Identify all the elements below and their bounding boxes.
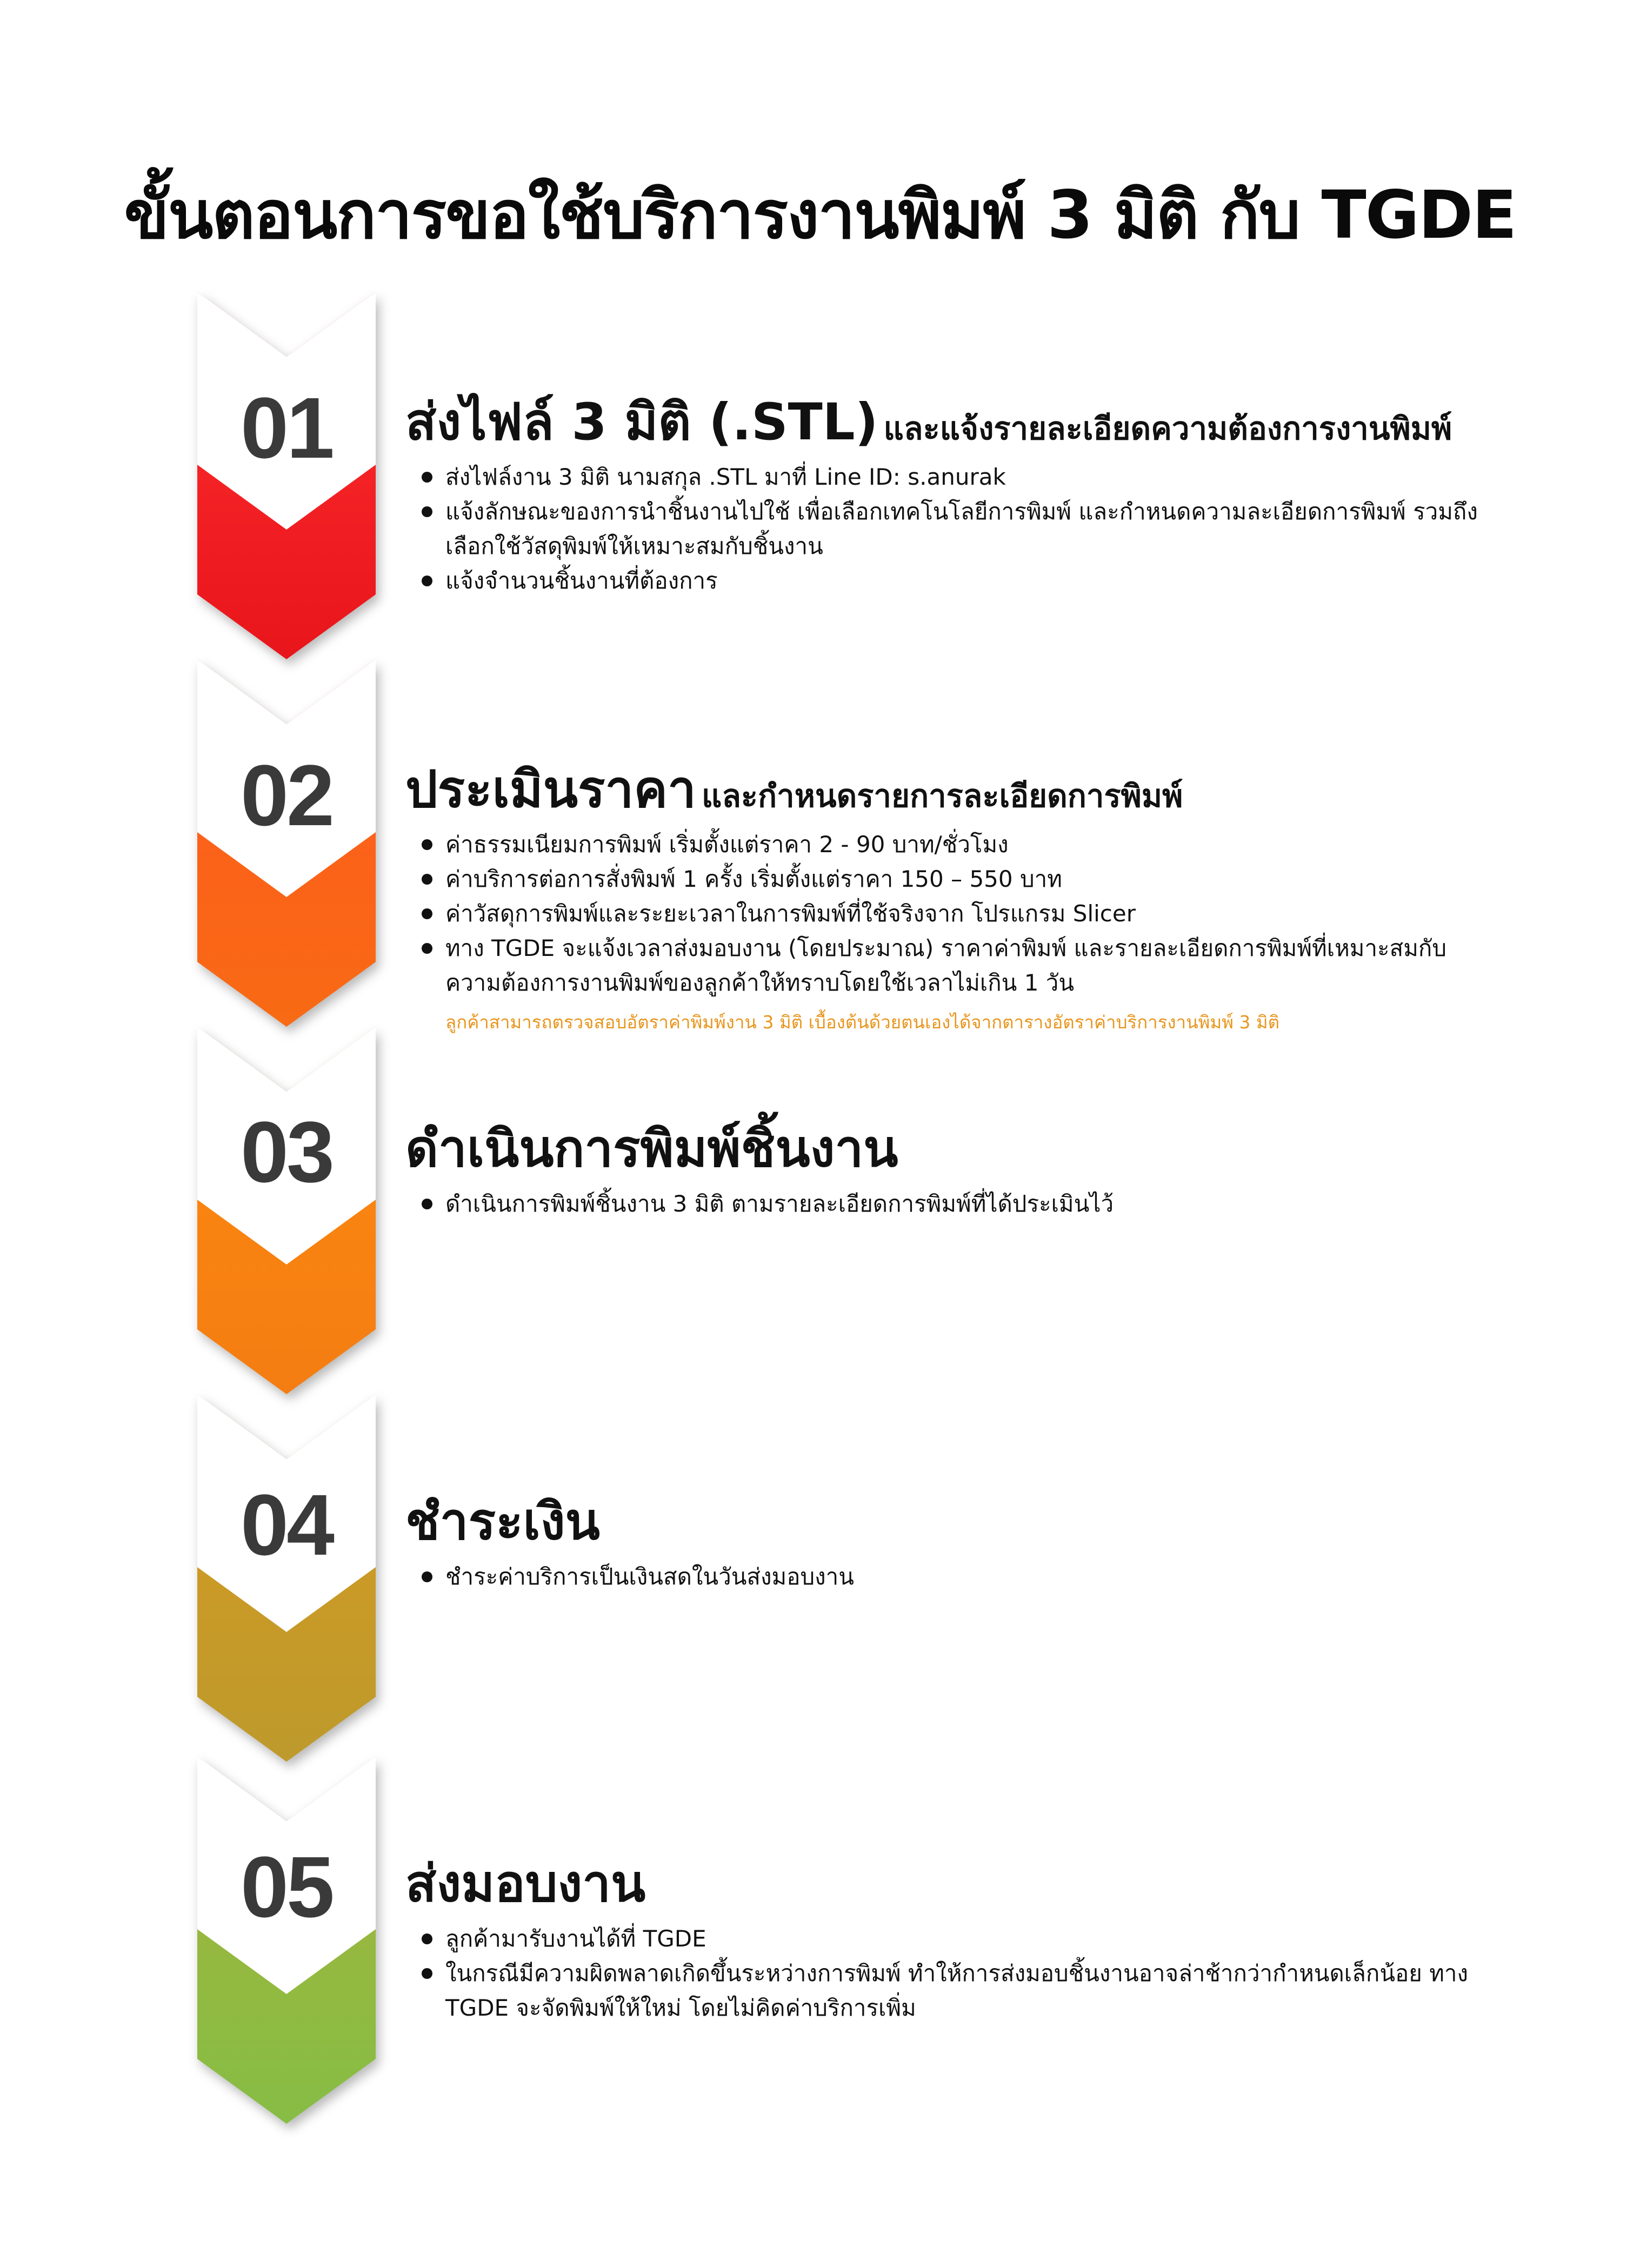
list-item: ค่าบริการต่อการสั่งพิมพ์ 1 ครั้ง เริ่มตั… (422, 862, 1486, 897)
list-item: ทาง TGDE จะแจ้งเวลาส่งมอบงาน (โดยประมาณ)… (422, 931, 1486, 1000)
step-2-heading: ประเมินราคาและกำหนดรายการละเอียดการพิมพ์ (405, 765, 1486, 815)
step-4-heading: ชำระเงิน (405, 1497, 1486, 1548)
list-item: ส่งไฟล์งาน 3 มิติ นามสกุล .STL มาที่ Lin… (422, 460, 1486, 494)
step-1-subtitle: และแจ้งรายละเอียดความต้องการงานพิมพ์ (883, 410, 1452, 447)
step-1-number: 01 (241, 379, 335, 476)
step-3-number: 03 (241, 1103, 335, 1200)
step-4-title: ชำระเงิน (405, 1493, 600, 1551)
step-1-chevron (197, 292, 376, 659)
step-3-heading: ดำเนินการพิมพ์ชิ้นงาน (405, 1124, 1486, 1175)
step-1-heading: ส่งไฟล์ 3 มิติ (.STL)และแจ้งรายละเอียดคว… (405, 397, 1486, 448)
step-2-note: ลูกค้าสามารถตรวจสอบอัตราค่าพิมพ์งาน 3 มิ… (445, 1012, 1280, 1033)
list-item: ชำระค่าบริการเป็นเงินสดในวันส่งมอบงาน (422, 1560, 1486, 1594)
step-5-number: 05 (241, 1838, 335, 1935)
list-item: แจ้งลักษณะของการนำชิ้นงานไปใช้ เพื่อเลือ… (422, 494, 1486, 564)
step-4-number: 04 (241, 1476, 335, 1573)
step-1-bullet-list: ส่งไฟล์งาน 3 มิติ นามสกุล .STL มาที่ Lin… (405, 460, 1486, 598)
list-item: ลูกค้ามารับงานได้ที่ TGDE (422, 1922, 1486, 1956)
list-item: ค่าวัสดุการพิมพ์และระยะเวลาในการพิมพ์ที่… (422, 897, 1486, 931)
step-2-bullet-list: ค่าธรรมเนียมการพิมพ์ เริ่มตั้งแต่ราคา 2 … (405, 827, 1486, 1000)
step-1-title: ส่งไฟล์ 3 มิติ (.STL) (405, 393, 878, 452)
step-3-title: ดำเนินการพิมพ์ชิ้นงาน (405, 1120, 898, 1179)
step-2-number: 02 (241, 747, 335, 844)
step-3-bullet-list: ดำเนินการพิมพ์ชิ้นงาน 3 มิติ ตามรายละเอี… (405, 1187, 1486, 1221)
list-item: ค่าธรรมเนียมการพิมพ์ เริ่มตั้งแต่ราคา 2 … (422, 827, 1486, 862)
step-3-chevron (197, 1027, 376, 1394)
step-2-title: ประเมินราคา (405, 760, 696, 819)
step-5-title: ส่งมอบงาน (405, 1855, 646, 1914)
step-5-bullet-list: ลูกค้ามารับงานได้ที่ TGDE ในกรณีมีความผิ… (405, 1922, 1486, 2025)
step-4-chevron (197, 1394, 376, 1762)
step-5-heading: ส่งมอบงาน (405, 1859, 1486, 1910)
list-item: ในกรณีมีความผิดพลาดเกิดขึ้นระหว่างการพิม… (422, 1956, 1486, 2025)
step-2-subtitle: และกำหนดรายการละเอียดการพิมพ์ (701, 778, 1183, 814)
step-4-bullet-list: ชำระค่าบริการเป็นเงินสดในวันส่งมอบงาน (405, 1560, 1486, 1594)
step-2-chevron (197, 659, 376, 1027)
list-item: ดำเนินการพิมพ์ชิ้นงาน 3 มิติ ตามรายละเอี… (422, 1187, 1486, 1221)
page-title: ขั้นตอนการขอใช้บริการงานพิมพ์ 3 มิติ กับ… (124, 177, 1517, 253)
list-item: แจ้งจำนวนชิ้นงานที่ต้องการ (422, 564, 1486, 598)
step-5-chevron (197, 1756, 376, 2124)
